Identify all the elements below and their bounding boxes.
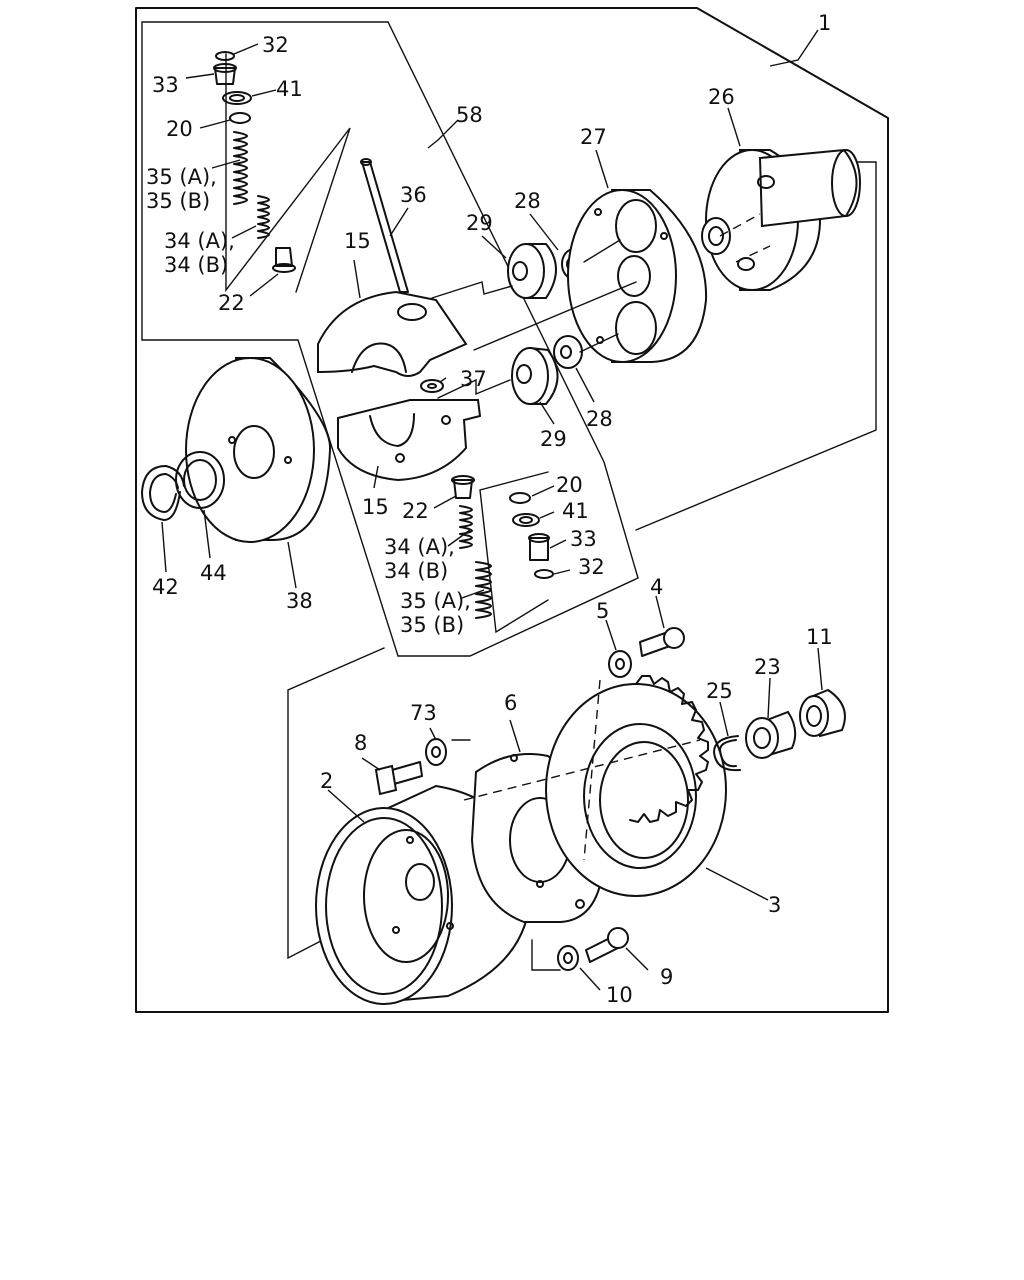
guide-22-lower [451,475,475,499]
callout-15-lower: 15 [362,495,389,519]
callout-20-upper: 20 [166,117,193,141]
callout-44: 44 [200,561,227,585]
callout-32-upper: 32 [262,33,289,57]
callout-73: 73 [410,701,437,725]
retainer-33-upper [213,63,237,85]
callout-27: 27 [580,125,607,149]
bolt-8 [374,761,423,796]
callout-41-upper: 41 [276,77,303,101]
ring-44 [175,451,225,509]
valve-cap-32-upper [215,51,235,61]
centerline-lower-assembly [463,679,701,861]
callout-2: 2 [320,769,333,793]
callout-4: 4 [650,575,663,599]
washer-41-lower [512,513,540,527]
callout-38: 38 [286,589,313,613]
callout-29-upper: 29 [466,211,493,235]
spring-34-upper [257,195,270,239]
collar-37 [420,379,444,393]
flyweight-15-upper [317,290,468,377]
callout-8: 8 [354,731,367,755]
holder-plate-27 [567,189,708,363]
callout-28-lower: 28 [586,407,613,431]
spring-group-bracket-upper [225,53,351,293]
spring-35-upper [233,131,248,205]
bushing-28-lower [553,335,583,369]
cover-plate-38 [185,357,332,543]
callout-3: 3 [768,893,781,917]
callout-22-lower: 22 [402,499,429,523]
gear-3 [545,675,727,897]
pin-36 [360,158,409,293]
spring-group-bracket-lower [479,471,549,634]
washer-5 [608,650,632,678]
callout-36: 36 [400,183,427,207]
bushing-29-lower [511,346,559,405]
washer-41-upper [222,91,252,105]
callout-29-lower: 29 [540,427,567,451]
cap-11 [799,688,846,738]
callout-34-upper-b: 34 (B) [164,253,228,277]
sleeve-23 [745,710,797,759]
callout-10: 10 [606,983,633,1007]
callout-33-upper: 33 [152,73,179,97]
flyweight-15-lower [337,399,482,482]
callout-20-lower: 20 [556,473,583,497]
guide-22-upper [272,247,296,273]
bushing-29-upper [507,243,557,299]
callout-34-lower-b: 34 (B) [384,559,448,583]
valve-cap-32-lower [534,569,554,579]
callout-41-lower: 41 [562,499,589,523]
callout-26: 26 [708,85,735,109]
callout-42: 42 [152,575,179,599]
callout-35-upper-b: 35 (B) [146,189,210,213]
washer-73 [425,738,447,766]
callout-33-lower: 33 [570,527,597,551]
assembly-guide-lines [431,239,637,399]
callout-22-upper: 22 [218,291,245,315]
callout-6: 6 [504,691,517,715]
callout-58: 58 [456,103,483,127]
hub-shaft-26 [701,148,861,291]
spring-35-lower [475,561,492,619]
bolt-4 [639,627,685,657]
callout-labels: 1 2 3 4 5 6 8 9 10 11 15 15 20 20 22 22 … [146,11,833,1007]
callout-25: 25 [706,679,733,703]
callout-23: 23 [754,655,781,679]
callout-5: 5 [596,599,609,623]
bolt-9 [585,927,629,963]
diagram-frame [135,7,889,1013]
callout-37: 37 [460,367,487,391]
callout-35-upper-a: 35 (A), [146,165,217,189]
retainer-33-lower [528,533,550,561]
callout-28-upper: 28 [514,189,541,213]
centerline-hub [719,213,771,263]
callout-34-upper-a: 34 (A), [164,229,235,253]
callout-leaders [161,29,823,991]
callout-35-lower-a: 35 (A), [400,589,471,613]
callout-15-upper: 15 [344,229,371,253]
spring-34-lower [459,505,473,549]
callout-34-lower-a: 34 (A), [384,535,455,559]
callout-9: 9 [660,965,673,989]
seal-20-lower [509,492,531,504]
snap-ring-42 [141,465,185,521]
callout-32-lower: 32 [578,555,605,579]
callout-1: 1 [818,11,831,35]
subassembly-outline-shaft [635,161,877,531]
seal-20-upper [229,112,251,124]
subassembly-outline-upper [141,21,639,657]
washer-10 [557,945,579,971]
callout-11: 11 [806,625,833,649]
snap-ring-25 [713,735,741,772]
callout-35-lower-b: 35 (B) [400,613,464,637]
